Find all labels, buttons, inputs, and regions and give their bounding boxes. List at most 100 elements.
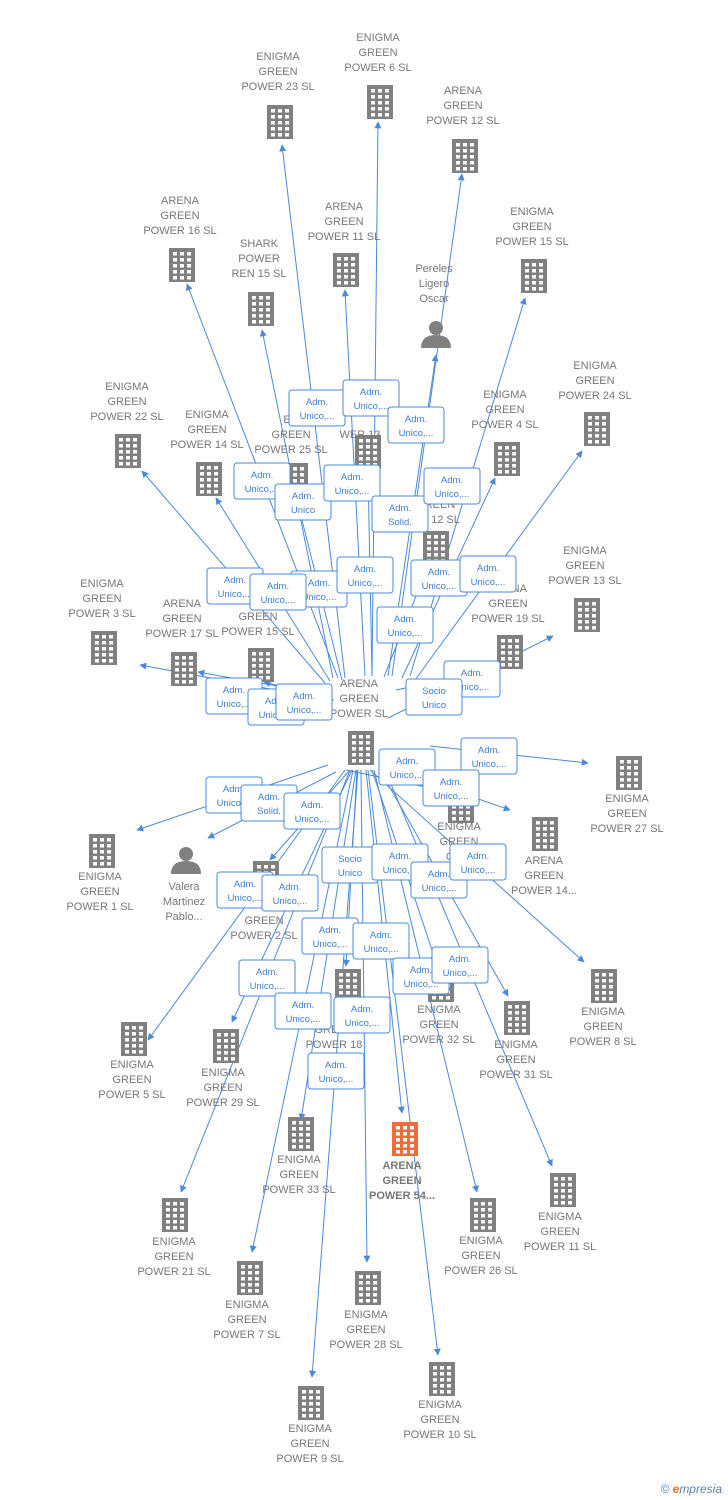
- relation-label[interactable]: Adm.Unico,...: [410, 559, 468, 597]
- building-icon: [494, 442, 520, 476]
- relation-label[interactable]: Adm.Unico,...: [459, 555, 517, 593]
- building-icon: [213, 1029, 239, 1063]
- building-icon: [298, 1386, 324, 1420]
- building-icon: [115, 434, 141, 468]
- relation-label[interactable]: Adm.Unico,...: [376, 606, 434, 644]
- svg-text:Adm.Unico,...: Adm.Unico,...: [348, 564, 383, 589]
- building-icon: [367, 85, 393, 119]
- relation-label[interactable]: Adm.Solid.: [240, 784, 298, 822]
- relation-label[interactable]: Adm.Unico,...: [333, 996, 391, 1034]
- svg-text:Adm.Unico,...: Adm.Unico,...: [295, 800, 330, 825]
- svg-text:Adm.Unico,...: Adm.Unico,...: [245, 470, 280, 495]
- building-icon: [333, 253, 359, 287]
- relation-label[interactable]: Adm.Unico,...: [423, 467, 481, 505]
- relation-label[interactable]: Adm.Unico,...: [238, 959, 296, 997]
- svg-text:Adm.Unico,...: Adm.Unico,...: [287, 691, 322, 716]
- svg-text:Adm.Unico,...: Adm.Unico,...: [434, 777, 469, 802]
- relation-label[interactable]: Adm.Unico,...: [249, 573, 307, 611]
- relation-label[interactable]: Adm.Unico,...: [301, 917, 359, 955]
- relation-label[interactable]: Adm.Solid.: [371, 495, 429, 533]
- svg-text:Adm.Unico,...: Adm.Unico,...: [399, 414, 434, 439]
- svg-text:Adm.Unico,...: Adm.Unico,...: [218, 575, 253, 600]
- relation-label[interactable]: Adm.Unico,...: [387, 406, 445, 444]
- relation-label[interactable]: Adm.Unico,...: [352, 922, 410, 960]
- relation-label[interactable]: Adm.Unico,...: [283, 792, 341, 830]
- building-icon: [504, 1001, 530, 1035]
- relation-label[interactable]: Adm.Unico,...: [460, 737, 518, 775]
- building-icon: [288, 1117, 314, 1151]
- company-label[interactable]: WER 13: [340, 429, 381, 441]
- building-icon: [355, 1271, 381, 1305]
- relation-label[interactable]: Adm.Unico,...: [336, 556, 394, 594]
- relation-label[interactable]: Adm.Unico,...: [431, 946, 489, 984]
- relation-label[interactable]: Adm.Unico,...: [378, 748, 436, 786]
- building-icon: [169, 248, 195, 282]
- relation-label[interactable]: Adm.Unico,...: [274, 992, 332, 1030]
- svg-text:Adm.Unico,...: Adm.Unico,...: [273, 882, 308, 907]
- building-icon: [237, 1261, 263, 1295]
- relation-label[interactable]: Adm.Unico,...: [342, 379, 400, 417]
- building-icon: [248, 292, 274, 326]
- relation-label[interactable]: Adm.Unico,...: [449, 843, 507, 881]
- building-icon: [584, 412, 610, 446]
- svg-text:Adm.Unico,...: Adm.Unico,...: [217, 685, 252, 710]
- relation-label[interactable]: Adm.Unico,...: [275, 683, 333, 721]
- svg-text:Adm.Unico,...: Adm.Unico,...: [335, 472, 370, 497]
- relation-label[interactable]: Adm.Unico: [274, 483, 332, 521]
- relation-label[interactable]: Adm.Unico,...: [422, 769, 480, 807]
- svg-text:Adm.Unico,...: Adm.Unico,...: [390, 756, 425, 781]
- relation-label[interactable]: Adm.Unico,...: [323, 464, 381, 502]
- company-label[interactable]: ENGREENPOWER 25 SL: [254, 414, 327, 456]
- svg-text:Adm.Unico,...: Adm.Unico,...: [471, 563, 506, 588]
- relation-label[interactable]: Adm.Unico,...: [261, 874, 319, 912]
- relation-label[interactable]: Adm.Unico,...: [288, 389, 346, 427]
- building-icon: [497, 635, 523, 669]
- footer-brand[interactable]: ©empresia: [661, 1482, 722, 1496]
- building-icon: [162, 1198, 188, 1232]
- relation-label[interactable]: Adm.Unico,...: [307, 1052, 365, 1090]
- svg-text:Adm.Unico,...: Adm.Unico,...: [364, 930, 399, 955]
- svg-text:Adm.Unico,...: Adm.Unico,...: [455, 668, 490, 693]
- svg-text:Adm.Unico,...: Adm.Unico,...: [354, 387, 389, 412]
- svg-text:Adm.Unico,...: Adm.Unico,...: [313, 925, 348, 950]
